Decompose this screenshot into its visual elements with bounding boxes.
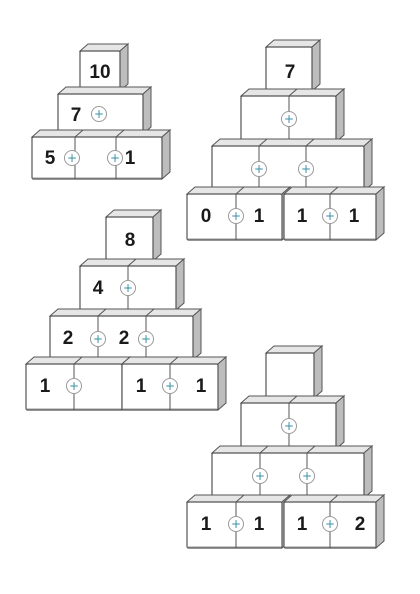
plus-sign-icon: + <box>322 516 338 532</box>
pyramid-row: +0 1 <box>185 185 292 242</box>
plus-sign-icon: + <box>91 106 107 122</box>
plus-sign-icon: + <box>64 150 80 166</box>
svg-text:+: + <box>141 332 151 346</box>
svg-text:+: + <box>325 517 335 531</box>
plus-sign-icon: + <box>120 280 136 296</box>
svg-text:+: + <box>67 151 77 165</box>
number-cell: 1 <box>297 206 308 227</box>
svg-text:+: + <box>123 281 133 295</box>
svg-text:+: + <box>255 469 265 483</box>
number-cell: 1 <box>297 514 308 535</box>
plus-sign-icon: + <box>322 208 338 224</box>
number-cell: 2 <box>119 328 130 349</box>
svg-text:+: + <box>302 469 312 483</box>
number-cell: 0 <box>201 206 212 227</box>
number-cell: 1 <box>349 206 360 227</box>
svg-text:+: + <box>94 107 104 121</box>
number-cell: 7 <box>71 105 82 126</box>
svg-text:+: + <box>69 379 79 393</box>
pyramid-row: 10 <box>78 42 130 93</box>
pyramid-row: + +5 1 <box>30 128 172 181</box>
number-cell: 1 <box>40 376 51 397</box>
svg-text:+: + <box>93 332 103 346</box>
pyramid-row: +4 <box>78 257 186 312</box>
number-cell: 4 <box>93 278 104 299</box>
svg-text:+: + <box>301 162 311 176</box>
number-cell: 5 <box>45 148 56 169</box>
svg-text:+: + <box>231 209 241 223</box>
pyramid-row: ++ <box>210 137 374 193</box>
number-cell: 7 <box>285 62 296 83</box>
pyramid-row <box>264 344 324 400</box>
pyramid-row: + <box>239 394 346 451</box>
plus-sign-icon: + <box>138 331 154 347</box>
plus-sign-icon: + <box>66 378 82 394</box>
pyramid-row: +1 <box>24 355 132 412</box>
plus-sign-icon: + <box>252 468 268 484</box>
number-cell: 1 <box>201 514 212 535</box>
number-cell: 1 <box>125 148 136 169</box>
plus-sign-icon: + <box>90 331 106 347</box>
plus-sign-icon: + <box>299 468 315 484</box>
svg-text:+: + <box>231 517 241 531</box>
pyramid-row: +1 1 <box>120 355 228 412</box>
pyramid-row: +7 <box>56 85 153 136</box>
pyramid-row: 8 <box>104 208 163 263</box>
plus-sign-icon: + <box>251 161 267 177</box>
number-cell: 8 <box>125 230 136 251</box>
number-cell: 1 <box>254 514 265 535</box>
plus-sign-icon: + <box>298 161 314 177</box>
number-cell: 2 <box>63 328 74 349</box>
svg-text:+: + <box>254 162 264 176</box>
pyramid-row: + <box>239 87 346 144</box>
svg-text:+: + <box>284 112 294 126</box>
plus-sign-icon: + <box>281 418 297 434</box>
number-cell: 1 <box>136 376 147 397</box>
svg-text:+: + <box>284 419 294 433</box>
svg-text:+: + <box>110 151 120 165</box>
svg-text:+: + <box>325 209 335 223</box>
pyramid-row: +1 1 <box>282 185 386 242</box>
plus-sign-icon: + <box>107 150 123 166</box>
number-cell: 10 <box>89 62 110 83</box>
plus-sign-icon: + <box>281 111 297 127</box>
svg-text:+: + <box>165 379 175 393</box>
plus-sign-icon: + <box>162 378 178 394</box>
number-cell: 2 <box>355 514 366 535</box>
pyramid-row: + +2 2 <box>48 307 203 362</box>
plus-sign-icon: + <box>228 516 244 532</box>
pyramid-row: +1 2 <box>282 493 386 550</box>
pyramid-row: 7 <box>264 38 322 93</box>
plus-sign-icon: + <box>228 208 244 224</box>
number-cell: 1 <box>254 206 265 227</box>
pyramid-row: +1 1 <box>185 493 292 550</box>
pyramid-row: ++ <box>210 444 374 500</box>
number-cell: 1 <box>196 376 207 397</box>
